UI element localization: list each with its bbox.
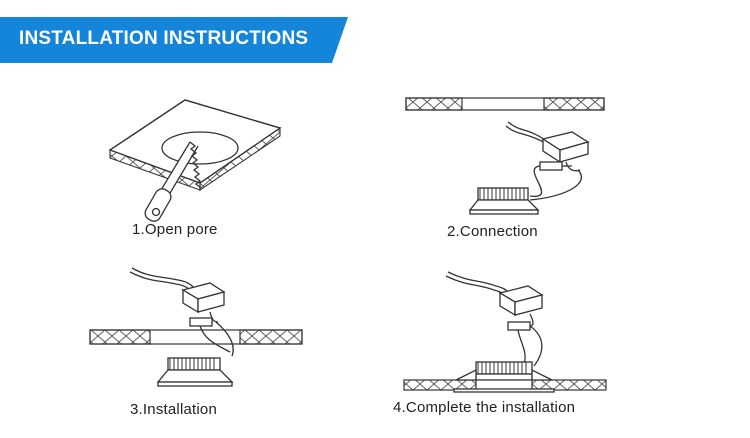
step2-illustration [405,97,605,215]
step2-caption: 2.Connection [447,223,538,240]
step4-caption: 4.Complete the installation [393,399,576,416]
section-banner: INSTALLATION INSTRUCTIONS [0,17,348,63]
step3-illustration [89,267,303,387]
step1-illustration [108,99,282,222]
step3-caption: 3.Installation [130,401,218,418]
step1-caption: 1.Open pore [132,221,218,238]
section-title: INSTALLATION INSTRUCTIONS [19,28,309,49]
banner-background [0,17,348,63]
step4-illustration [403,271,607,393]
